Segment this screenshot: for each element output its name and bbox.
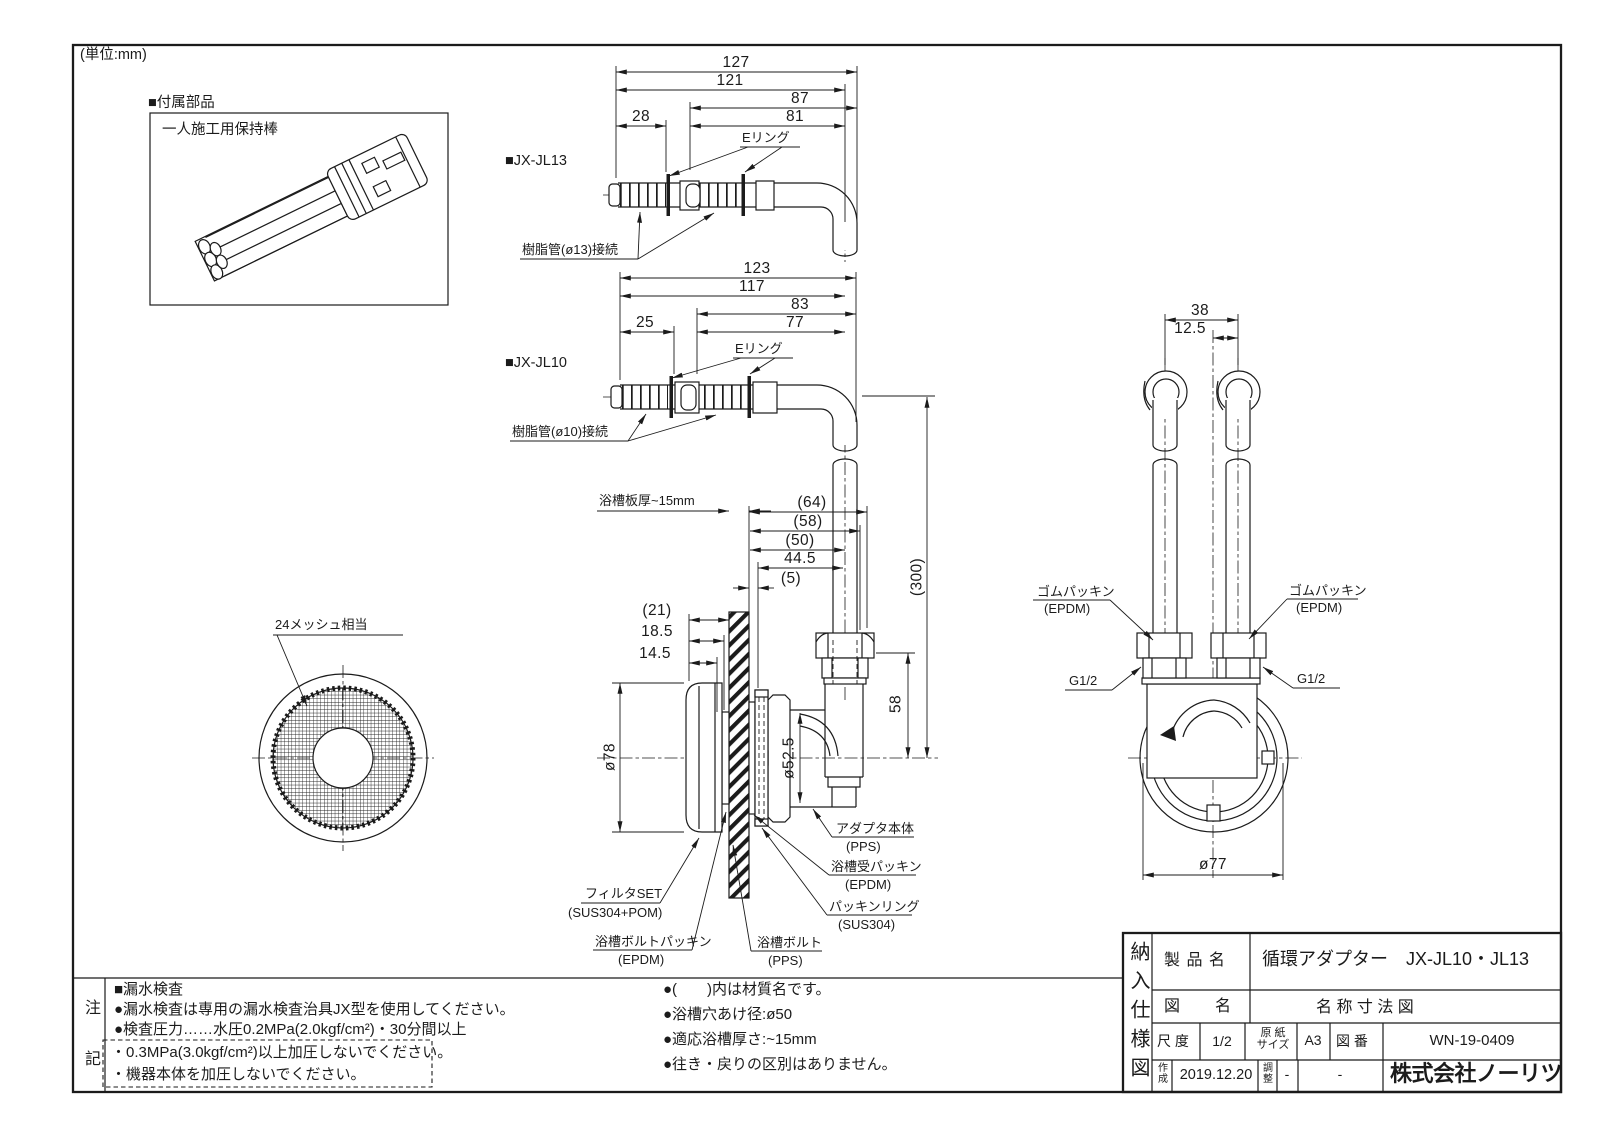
- rubber-packing-label-left: ゴムパッキン: [1037, 584, 1115, 599]
- dim-12-5: 12.5: [1174, 320, 1206, 337]
- dim-14-5: 14.5: [639, 645, 671, 662]
- dim-21: (21): [642, 602, 672, 619]
- adjust-value-2: -: [1337, 1066, 1343, 1082]
- notes-line-1: ●漏水検査は専用の漏水検査治具JX型を使用してください。: [114, 1001, 515, 1018]
- resin-pipe-label-jl10: 樹脂管(ø10)接続: [512, 424, 609, 439]
- general-note-1: ●( )内は材質名です。: [663, 981, 831, 998]
- rubber-packing-material-right: (EPDM): [1296, 600, 1343, 615]
- dim-300: (300): [908, 557, 926, 597]
- doc-type-vertical: 納入仕様図: [1127, 941, 1149, 1086]
- product-name-value: 循環アダプター JX-JL10・JL13: [1262, 949, 1530, 969]
- ering-label-jl13: Eリング: [742, 130, 790, 145]
- filter-set-label: フィルタSET: [585, 886, 663, 901]
- dim-dia52-5: ø52.5: [780, 737, 798, 779]
- bolt-packing-material: (EPDM): [618, 952, 665, 967]
- view-mesh: [252, 634, 434, 851]
- holder-rod-illustration: [194, 133, 428, 282]
- dim-5: (5): [780, 570, 802, 587]
- dim-58-ref: (58): [793, 513, 823, 530]
- packing-ring-material: (SUS304): [838, 917, 896, 932]
- drawing-name-value: 名 称 寸 法 図: [1316, 999, 1414, 1016]
- adapter-body-material: (PPS): [846, 839, 881, 854]
- notes-boxed-1: ・0.3MPa(3.0kgf/cm²)以上加圧しないでください。: [111, 1044, 453, 1061]
- drawing-number-value: WN-19-0409: [1429, 1032, 1515, 1049]
- rubber-packing-label-right: ゴムパッキン: [1289, 583, 1367, 598]
- dim-50: (50): [785, 532, 815, 549]
- wall-thickness-note: 浴槽板厚~15mm: [599, 493, 695, 508]
- dim-117: 117: [739, 278, 765, 295]
- dim-18-5: 18.5: [641, 623, 673, 640]
- g12-label-right: G1/2: [1297, 671, 1326, 686]
- dim-dia78: ø78: [601, 743, 619, 771]
- scale-label: 尺 度: [1157, 1033, 1189, 1049]
- notes-col-char-1: 注: [85, 1000, 102, 1017]
- notes-boxed-2: ・機器本体を加圧しないでください。: [111, 1066, 366, 1083]
- resin-pipe-label-jl13: 樹脂管(ø13)接続: [522, 242, 619, 257]
- dim-77: 77: [785, 314, 805, 331]
- notes-heading: ■漏水検査: [114, 981, 184, 998]
- jl13-view-label: ■JX-JL13: [505, 153, 567, 169]
- packing-ring-label: パッキンリング: [829, 899, 920, 914]
- dim-58: 58: [887, 694, 905, 714]
- notes-line-2: ●検査圧力……水圧0.2MPa(2.0kgf/cm²)・30分間以上: [114, 1021, 467, 1038]
- dim-127: 127: [722, 54, 750, 71]
- dim-87: 87: [790, 90, 810, 107]
- view-rear: [1033, 314, 1358, 880]
- accessory-heading: ■付属部品: [148, 95, 215, 111]
- dim-64: (64): [797, 494, 827, 511]
- paper-size-label: 原 紙 サイズ: [1256, 1027, 1290, 1052]
- dim-83: 83: [790, 296, 810, 313]
- company-logo-text: 株式会社ノーリツ: [1390, 1061, 1563, 1086]
- jl10-view-label: ■JX-JL10: [505, 355, 567, 371]
- ering-label-jl10: Eリング: [735, 341, 783, 356]
- title-block-lines: [1121, 931, 1563, 1094]
- general-note-2: ●浴槽穴あけ径:ø50: [663, 1006, 793, 1023]
- dim-44-5: 44.5: [784, 550, 816, 567]
- general-note-4: ●往き・戻りの区別はありません。: [663, 1056, 897, 1073]
- tub-bolt-label: 浴槽ボルト: [757, 935, 823, 950]
- dim-38: 38: [1190, 302, 1210, 319]
- tub-packing-label: 浴槽受パッキン: [831, 859, 922, 874]
- accessory-box: [149, 112, 449, 306]
- dim-123: 123: [743, 260, 771, 277]
- adjust-label: 調 整: [1263, 1063, 1273, 1086]
- tub-bolt-material: (PPS): [768, 953, 803, 968]
- mesh-note: 24メッシュ相当: [275, 617, 368, 632]
- dim-81: 81: [785, 108, 805, 125]
- drawing-number-label: 図 番: [1336, 1033, 1368, 1049]
- sheet-frame: [71, 43, 1563, 1094]
- dim-25: 25: [635, 314, 655, 331]
- paper-size-value: A3: [1304, 1032, 1322, 1048]
- product-name-label: 製 品 名: [1164, 952, 1226, 969]
- view-jl10: [510, 272, 858, 700]
- notes-col-char-2: 記: [85, 1051, 102, 1068]
- scale-value: 1/2: [1212, 1033, 1232, 1049]
- drawing-name-label: 図 名: [1164, 998, 1233, 1015]
- tub-packing-material: (EPDM): [845, 877, 892, 892]
- bolt-packing-label: 浴槽ボルトパッキン: [595, 934, 712, 949]
- view-jl13: [520, 66, 858, 262]
- unit-note: (単位:mm): [80, 47, 147, 63]
- rubber-packing-material-left: (EPDM): [1044, 601, 1091, 616]
- view-section: [581, 395, 938, 952]
- dim-28: 28: [631, 108, 651, 125]
- g12-label-left: G1/2: [1069, 673, 1098, 688]
- adjust-value: -: [1284, 1066, 1290, 1082]
- filter-set-material: (SUS304+POM): [568, 905, 663, 920]
- created-value: 2019.12.20: [1179, 1067, 1253, 1083]
- created-label: 作 成: [1158, 1063, 1168, 1086]
- dim-dia77: ø77: [1199, 856, 1227, 873]
- accessory-item-label: 一人施工用保持棒: [162, 122, 278, 138]
- dim-121: 121: [716, 72, 744, 89]
- general-note-3: ●適応浴槽厚さ:~15mm: [663, 1031, 817, 1048]
- adapter-body-label: アダプタ本体: [836, 821, 915, 836]
- notes-band-lines: [73, 977, 1123, 1092]
